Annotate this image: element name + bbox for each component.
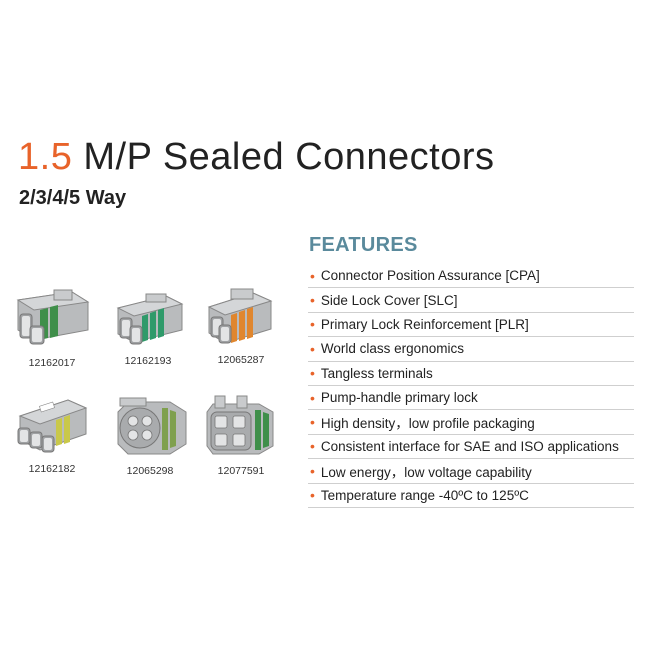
feature-text: Low energy，low voltage capability xyxy=(320,464,532,480)
connector-grid: 12162017 12162193 12065287 xyxy=(0,0,300,650)
bullet-icon: • xyxy=(310,316,315,333)
connector-2way-icon xyxy=(207,288,273,344)
connector-item: 12065287 xyxy=(196,287,286,366)
bullet-icon: • xyxy=(310,438,315,455)
features-heading: FEATURES xyxy=(309,234,418,256)
feature-item: • Tangless terminals xyxy=(308,362,634,386)
part-number-label: 12162193 xyxy=(124,355,172,367)
feature-item: • Low energy，low voltage capability xyxy=(308,459,634,484)
feature-item: • World class ergonomics xyxy=(308,337,634,362)
bullet-icon: • xyxy=(310,414,315,431)
connector-item: 12077591 xyxy=(196,394,286,477)
feature-text: Connector Position Assurance [CPA] xyxy=(320,268,540,284)
bullet-icon: • xyxy=(310,389,315,406)
feature-text: Primary Lock Reinforcement [PLR] xyxy=(320,316,529,332)
feature-item: • Side Lock Cover [SLC] xyxy=(308,288,634,313)
connector-2way-icon xyxy=(116,293,184,345)
part-number-label: 12065298 xyxy=(126,465,174,477)
part-number-label: 12162017 xyxy=(28,357,76,369)
connector-3way-icon xyxy=(17,399,88,453)
feature-text: Pump-handle primary lock xyxy=(320,390,478,406)
feature-item: • Pump-handle primary lock xyxy=(308,386,634,411)
bullet-icon: • xyxy=(310,462,315,479)
bullet-icon: • xyxy=(310,267,315,284)
page-subtitle: 2/3/4/5 Way xyxy=(19,187,127,209)
part-number-label: 12065287 xyxy=(217,354,265,366)
feature-item: • High density，low profile packaging xyxy=(308,410,634,435)
feature-text: Consistent interface for SAE and ISO app… xyxy=(320,438,619,454)
bullet-icon: • xyxy=(310,292,315,309)
connector-item: 12162182 xyxy=(7,394,97,475)
feature-text: World class ergonomics xyxy=(320,341,464,357)
feature-list: • Connector Position Assurance [CPA] • Sid… xyxy=(308,264,634,508)
page-title: 1.5 M/P Sealed Connectors xyxy=(18,136,495,179)
feature-text: Temperature range -40ºC to 125ºC xyxy=(320,487,529,503)
connector-5way-icon xyxy=(206,395,274,455)
part-number-label: 12162182 xyxy=(28,463,76,475)
connector-item: 12065298 xyxy=(105,394,195,477)
feature-text: Tangless terminals xyxy=(320,365,433,381)
bullet-icon: • xyxy=(310,487,315,504)
feature-item: • Primary Lock Reinforcement [PLR] xyxy=(308,313,634,338)
bullet-icon: • xyxy=(310,340,315,357)
feature-text: Side Lock Cover [SLC] xyxy=(320,292,458,308)
part-number-label: 12077591 xyxy=(217,465,265,477)
title-text: M/P Sealed Connectors xyxy=(83,136,495,178)
connector-2way-icon xyxy=(16,289,90,345)
feature-item: • Connector Position Assurance [CPA] xyxy=(308,264,634,289)
title-accent: 1.5 xyxy=(18,136,73,178)
feature-text: High density，low profile packaging xyxy=(320,416,535,432)
connector-item: 12162017 xyxy=(7,286,97,369)
bullet-icon: • xyxy=(310,365,315,382)
connector-4way-icon xyxy=(117,397,187,455)
feature-item: • Temperature range -40ºC to 125ºC xyxy=(308,484,634,508)
connector-item: 12162193 xyxy=(103,290,193,367)
feature-item: • Consistent interface for SAE and ISO ap… xyxy=(308,435,634,460)
